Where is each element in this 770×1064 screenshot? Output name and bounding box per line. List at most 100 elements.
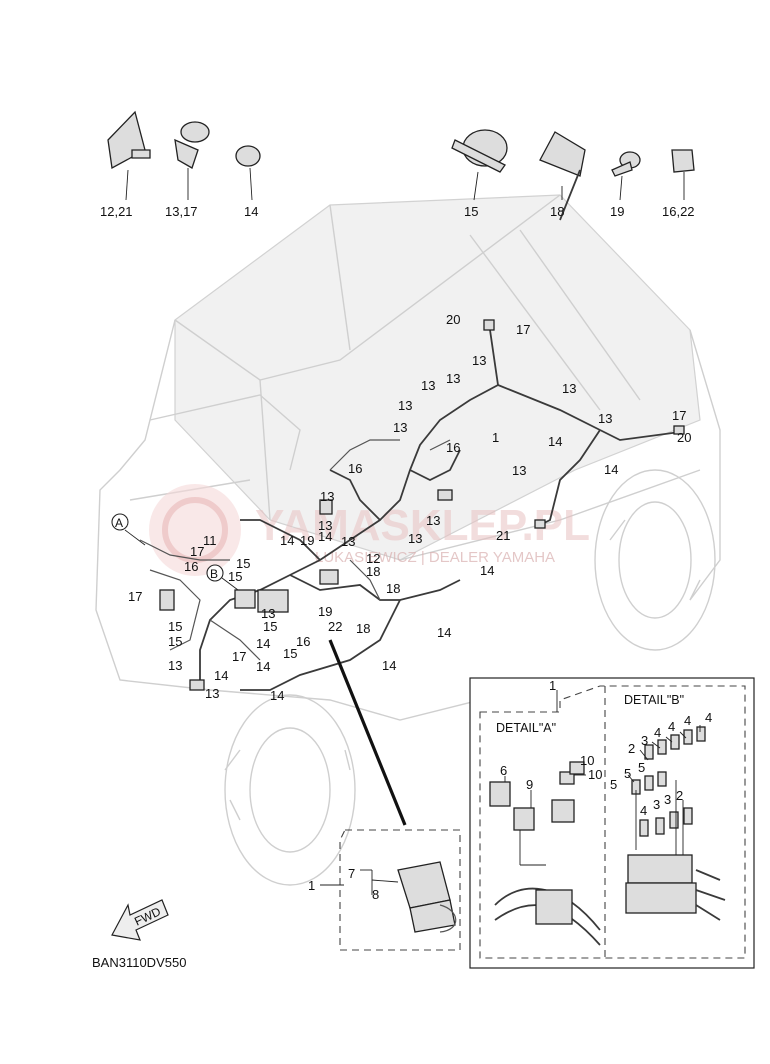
callout: 13 — [446, 371, 460, 386]
detail-b-label: 4 — [684, 713, 691, 728]
inset-label-8: 8 — [372, 887, 379, 902]
callout: 19 — [300, 533, 314, 548]
detail-a-label: 9 — [526, 777, 533, 792]
callout: 13 — [168, 658, 182, 673]
clamp-row: 12,21 13,17 14 15 18 19 16,22 — [100, 110, 695, 221]
callout: 16 — [296, 634, 310, 649]
callout: 17 — [232, 649, 246, 664]
callout: 13 — [421, 378, 435, 393]
diagram-code: BAN3110DV550 — [92, 955, 186, 970]
callout: 13 — [408, 531, 422, 546]
callout: 16 — [348, 461, 362, 476]
detail-b-title: DETAIL"B" — [624, 693, 684, 707]
detail-b-label: 4 — [705, 710, 712, 725]
callout: 17 — [672, 408, 686, 423]
callout: 20 — [446, 312, 460, 327]
callout: 15 — [236, 556, 250, 571]
harness-connector — [319, 499, 333, 515]
callout: 14 — [280, 533, 294, 548]
callout: 13 — [398, 398, 412, 413]
callout: 19 — [318, 604, 332, 619]
harness-connector — [534, 519, 546, 529]
harness-connector — [257, 589, 289, 613]
fuse-10b — [559, 771, 575, 785]
callout: 14 — [548, 434, 562, 449]
callout: 13 — [598, 411, 612, 426]
detail-b-label: 5 — [624, 766, 631, 781]
callout: 13 — [426, 513, 440, 528]
callout: 13 — [205, 686, 219, 701]
detail-b-label: 5 — [610, 777, 617, 792]
detail-a-label: 6 — [500, 763, 507, 778]
callout: 15 — [168, 634, 182, 649]
main-harness: A B — [111, 319, 685, 691]
callout: 15 — [168, 619, 182, 634]
marker-circle-b — [206, 564, 224, 582]
label-clamp-12-21: 12,21 — [100, 204, 133, 219]
detail-b-label: 2 — [676, 788, 683, 803]
detail-a-label: 10 — [588, 767, 602, 782]
long-tie-icon — [539, 131, 586, 221]
harness-connector — [673, 425, 685, 435]
callout: 14 — [214, 668, 228, 683]
callout: 14 — [437, 625, 451, 640]
callout: 22 — [328, 619, 342, 634]
relay-6 — [489, 781, 511, 807]
harness-connector — [159, 589, 175, 611]
callout: 17 — [190, 544, 204, 559]
callout: 15 — [228, 569, 242, 584]
small-clamp-icon — [611, 151, 641, 201]
relay-9 — [513, 807, 535, 831]
label-clamp-15: 15 — [464, 204, 478, 219]
detail-b-label: 3 — [653, 797, 660, 812]
bracket-clamp-icon — [671, 149, 695, 200]
detail-b-label: 2 — [628, 741, 635, 756]
detail-a-label: 10 — [580, 753, 594, 768]
callout: 13 — [512, 463, 526, 478]
detail-b: DETAIL"B" 2 3 — [610, 693, 726, 921]
callout: 13 — [320, 489, 334, 504]
inset-label-7: 7 — [348, 866, 355, 881]
watermark-brand: YAMASKLEP.PL — [255, 501, 590, 550]
detail-b-label: 3 — [641, 733, 648, 748]
callout: 20 — [677, 430, 691, 445]
detail-a: DETAIL"A" 6 9 10 10 — [489, 721, 602, 946]
callout: 17 — [128, 589, 142, 604]
inset-leader-line — [328, 639, 407, 826]
callout: 13 — [261, 606, 275, 621]
detail-panel: 1 DETAIL"A" 6 9 10 10 DETAIL"B" — [469, 677, 755, 969]
callout: 13 — [472, 353, 486, 368]
callout: 16 — [184, 559, 198, 574]
relay-inset: 1 7 8 — [308, 829, 461, 951]
callout: 13 — [393, 420, 407, 435]
main-callouts: 20 17 13 13 13 13 13 13 1 13 17 13 20 16… — [128, 312, 691, 703]
label-clamp-13-17: 13,17 — [165, 204, 198, 219]
callout: 14 — [604, 462, 618, 477]
relay-10a — [551, 799, 575, 823]
fuse-box-base — [625, 882, 697, 914]
callout: 16 — [446, 440, 460, 455]
callout: 15 — [283, 646, 297, 661]
callout: 14 — [256, 659, 270, 674]
inset-label-1: 1 — [308, 878, 315, 893]
callout: 14 — [480, 563, 494, 578]
detail-b-label: 4 — [668, 719, 675, 734]
detail-a-title: DETAIL"A" — [496, 721, 556, 735]
detail-b-label: 4 — [654, 725, 661, 740]
callout: 17 — [516, 322, 530, 337]
harness-connector — [189, 679, 205, 691]
relay-block — [535, 889, 573, 925]
callout: 18 — [366, 564, 380, 579]
callout: 14 — [270, 688, 284, 703]
watermark: YAMASKLEP.PL ŁUKASIEWICZ | DEALER YAMAHA — [149, 484, 590, 576]
callout: 1 — [492, 430, 499, 445]
callout: 13 — [562, 381, 576, 396]
callout: 11 — [203, 533, 217, 548]
callout: 21 — [496, 528, 510, 543]
marker-a-label: A — [115, 516, 123, 530]
grommet-clip-icon — [235, 145, 261, 201]
callout: 18 — [356, 621, 370, 636]
harness-connector — [437, 489, 453, 501]
cable-tie-icon — [107, 110, 151, 201]
